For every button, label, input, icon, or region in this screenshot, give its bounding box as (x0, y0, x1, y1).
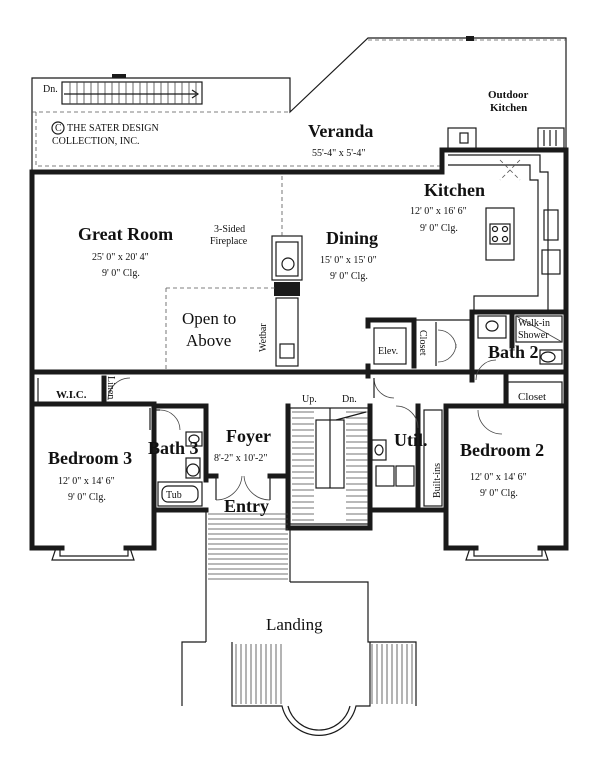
deck-stair (61, 81, 203, 105)
copyright-symbol: C (55, 123, 62, 134)
bedroom2-clg: 9' 0" Clg. (480, 488, 518, 499)
open-to-above-line1: Open to (182, 309, 236, 328)
bath2-layout (469, 309, 569, 383)
fireplace (271, 235, 303, 296)
bedroom3-label: Bedroom 3 (48, 448, 132, 468)
great-room-label: Great Room (78, 224, 173, 244)
veranda-label: Veranda (308, 121, 373, 141)
tub-label: Tub (166, 490, 182, 501)
front-stair (181, 510, 417, 706)
bedroom3-bay-window (51, 547, 135, 561)
bath3-fixtures (149, 408, 203, 507)
foyer-label: Foyer (226, 426, 271, 446)
elevator-label: Elev. (378, 346, 398, 357)
builtins-label: Built-ins (432, 463, 443, 498)
wic-label: W.I.C. (56, 389, 87, 401)
copyright-line2: COLLECTION, INC. (52, 136, 140, 147)
outdoor-kitchen-line2: Kitchen (490, 102, 527, 114)
great-room-dims: 25' 0" x 20' 4" (92, 252, 149, 263)
stair-up-label: Up. (302, 394, 317, 405)
copyright-icon (51, 121, 65, 135)
kitchen-dims: 12' 0" x 16' 6" (410, 206, 467, 217)
kitchen-counters (448, 154, 561, 313)
elevator (365, 317, 470, 399)
bedroom2-dims: 12' 0" x 14' 6" (470, 472, 527, 483)
foyer-dims: 8'-2" x 10'-2" (214, 453, 267, 464)
wetbar-counter (275, 297, 299, 367)
bedroom2-label: Bedroom 2 (460, 440, 544, 460)
outdoor-kitchen-fixtures (447, 127, 565, 151)
kitchen-label: Kitchen (424, 180, 485, 200)
veranda-dims: 55'-4" x 5'-4" (312, 148, 365, 159)
bath3-label: Bath 3 (148, 438, 199, 458)
dining-label: Dining (326, 228, 378, 248)
fireplace-line2: Fireplace (210, 236, 248, 247)
closet-vertical-label: Closet (417, 330, 428, 356)
entry-doors (215, 475, 271, 501)
closet2-label: Closet (518, 391, 546, 403)
dining-dims: 15' 0" x 15' 0" (320, 255, 377, 266)
deck-stair-dn-label: Dn. (43, 84, 58, 95)
util-fixtures (371, 405, 443, 507)
walkin-shower-line2: Shower (518, 330, 549, 341)
landing-label: Landing (266, 615, 323, 634)
wetbar-label: Wetbar (258, 323, 269, 352)
bedroom3-clg: 9' 0" Clg. (68, 492, 106, 503)
stair-dn-label: Dn. (342, 394, 357, 405)
great-room-clg: 9' 0" Clg. (102, 268, 140, 279)
dining-clg: 9' 0" Clg. (330, 271, 368, 282)
veranda-deck (31, 36, 567, 170)
bedroom3-dims: 12' 0" x 14' 6" (58, 476, 115, 487)
util-label: Util. (394, 430, 428, 450)
open-to-above-line2: Above (186, 331, 231, 350)
copyright-line1: THE SATER DESIGN (67, 123, 159, 134)
bedroom2-doors (477, 381, 563, 435)
entry-label: Entry (224, 496, 269, 516)
exterior-walls (29, 147, 569, 375)
bath2-label: Bath 2 (488, 342, 539, 362)
open-to-above (165, 176, 283, 372)
interior-stair (289, 407, 371, 525)
landing-platform (231, 642, 413, 736)
fireplace-line1: 3-Sided (214, 224, 245, 235)
bedroom2-bay-window (465, 547, 549, 561)
outdoor-kitchen-line1: Outdoor (488, 89, 528, 101)
kitchen-clg: 9' 0" Clg. (420, 223, 458, 234)
wic-door (37, 377, 131, 402)
linen-label: Linen (105, 376, 116, 399)
walkin-shower-line1: Walk-in (518, 318, 550, 329)
